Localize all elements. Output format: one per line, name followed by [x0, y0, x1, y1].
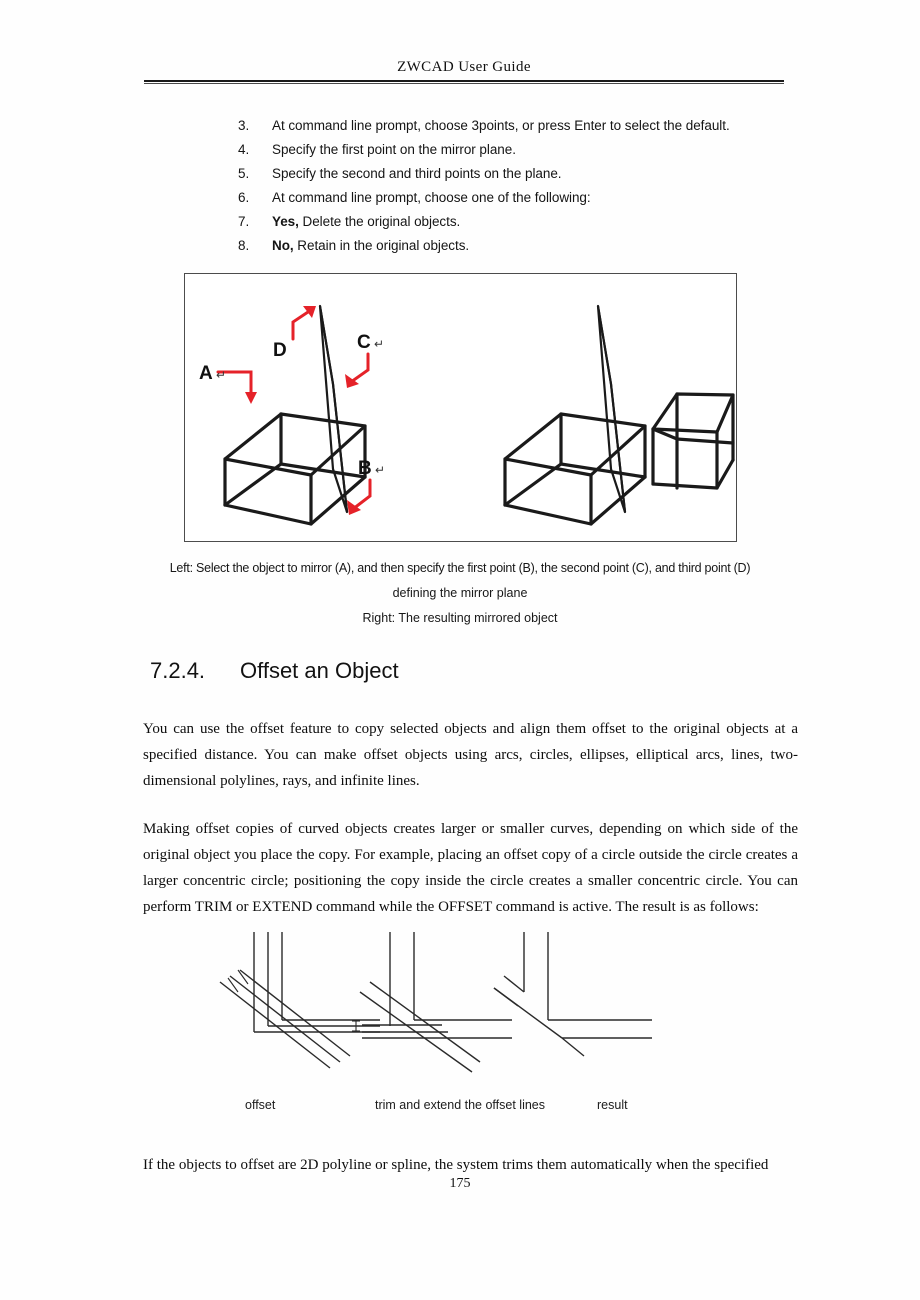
pilcrow-c: ↵	[374, 337, 384, 351]
label-b: B	[358, 458, 372, 479]
step-number: 8.	[238, 238, 250, 253]
offset-label-result: result	[597, 1098, 628, 1112]
step-text: Yes, Delete the original objects.	[272, 214, 798, 229]
mirror-figure-svg: A D C B ↵ ↵ ↵	[199, 304, 735, 526]
step-body: At command line prompt, choose one of th…	[272, 190, 591, 205]
step-text: Specify the second and third points on t…	[272, 166, 798, 181]
mirror-figure: A D C B ↵ ↵ ↵	[184, 273, 737, 542]
label-d: D	[273, 340, 287, 361]
figure-caption: Left: Select the object to mirror (A), a…	[130, 556, 790, 631]
list-item: 5. Specify the second and third points o…	[238, 166, 798, 190]
pilcrow-b: ↵	[375, 463, 385, 477]
left-cube-wireframe	[223, 412, 367, 526]
procedure-step-list: 3. At command line prompt, choose 3point…	[238, 118, 798, 262]
label-a: A	[199, 363, 213, 384]
step-number: 4.	[238, 142, 250, 157]
list-item: 4. Specify the first point on the mirror…	[238, 142, 798, 166]
offset-figure	[212, 920, 722, 1120]
caption-line-1: Left: Select the object to mirror (A), a…	[169, 561, 751, 575]
step-body: Retain in the original objects.	[293, 238, 470, 253]
page-header: ZWCAD User Guide	[144, 58, 784, 84]
pilcrow-a: ↵	[216, 368, 226, 382]
annotation-arrows	[216, 306, 372, 515]
offset-panel-trim-extend	[359, 932, 512, 1073]
step-number: 6.	[238, 190, 250, 205]
right-mirror-plane	[596, 304, 627, 514]
annotation-labels: A D C B	[199, 332, 372, 479]
step-text: At command line prompt, choose one of th…	[272, 190, 798, 205]
body-paragraph-2: Making offset copies of curved objects c…	[143, 821, 798, 915]
caption-line-2: defining the mirror plane	[392, 586, 528, 600]
step-emphasis: Yes,	[272, 214, 299, 229]
offset-figure-svg	[219, 932, 652, 1073]
heading-number: 7.2.4.	[150, 658, 206, 683]
list-item: 6. At command line prompt, choose one of…	[238, 190, 798, 214]
page-title: 7.2.4. Offset an Object	[150, 658, 750, 684]
step-number: 3.	[238, 118, 250, 133]
step-body: At command line prompt, choose 3points, …	[272, 118, 730, 133]
header-rule-thick	[144, 80, 784, 82]
offset-figure-labels: offset trim and extend the offset lines …	[212, 1098, 722, 1118]
body-paragraph-1: You can use the offset feature to copy s…	[143, 721, 798, 789]
list-item: 7. Yes, Delete the original objects.	[238, 214, 798, 238]
header-rule-thin	[144, 83, 784, 84]
step-body: Specify the first point on the mirror pl…	[272, 142, 516, 157]
annotation-pilcrows: ↵ ↵ ↵	[216, 337, 385, 477]
right-original-cube	[503, 412, 647, 526]
offset-panel-result	[493, 932, 652, 1057]
body-paragraph-3: If the objects to offset are 2D polyline…	[143, 1157, 769, 1173]
step-emphasis: No,	[272, 238, 294, 253]
step-text: Specify the first point on the mirror pl…	[272, 142, 798, 157]
offset-label-offset: offset	[245, 1098, 276, 1112]
list-item: 8. No, Retain in the original objects.	[238, 238, 798, 262]
step-body: Specify the second and third points on t…	[272, 166, 562, 181]
step-number: 7.	[238, 214, 250, 229]
left-mirror-plane	[318, 304, 349, 514]
offset-label-trim: trim and extend the offset lines	[375, 1098, 546, 1112]
step-body: Delete the original objects.	[298, 214, 461, 229]
caption-line-3: Right: The resulting mirrored object	[362, 611, 558, 625]
step-text: At command line prompt, choose 3points, …	[272, 118, 798, 133]
heading-text: Offset an Object	[240, 658, 399, 683]
label-c: C	[357, 332, 371, 353]
step-text: No, Retain in the original objects.	[272, 238, 798, 253]
page-number: 175	[449, 1176, 471, 1191]
offset-panel-original-and-copies	[219, 932, 380, 1069]
header-title: ZWCAD User Guide	[397, 59, 531, 75]
right-mirrored-cube	[651, 392, 735, 490]
list-item: 3. At command line prompt, choose 3point…	[238, 118, 798, 142]
step-number: 5.	[238, 166, 250, 181]
